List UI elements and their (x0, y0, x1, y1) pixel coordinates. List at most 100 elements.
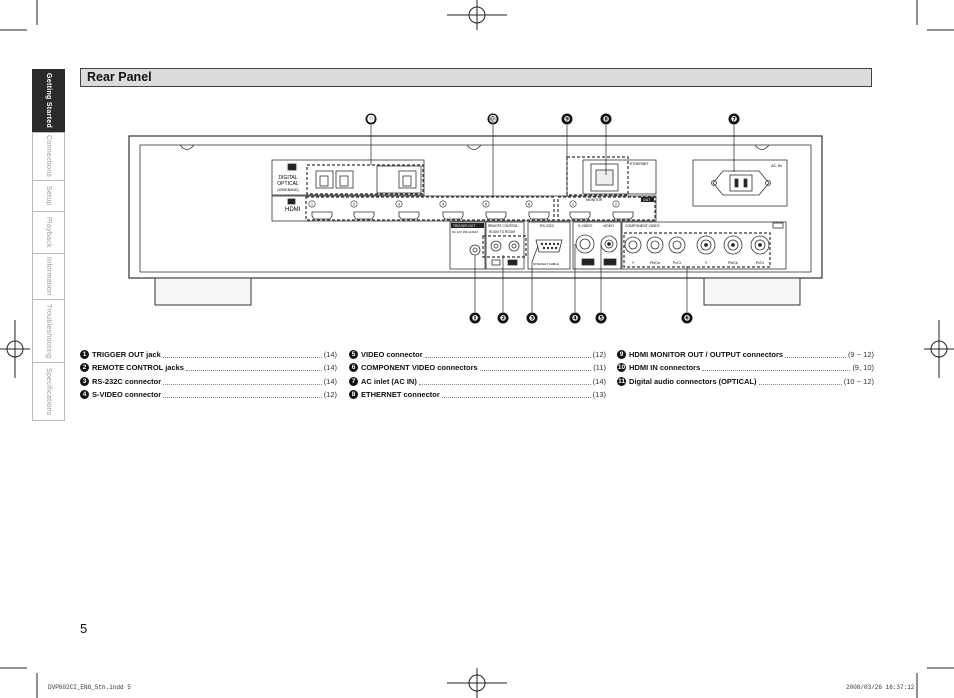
digital-optical-block (271, 159, 425, 196)
callout-number: ❽ (603, 115, 609, 124)
hdmi-in-port-number: 1 (311, 202, 314, 207)
legend-bullet: 8 (349, 390, 358, 399)
svideo-label: S-VIDEO (578, 224, 593, 228)
legend-page-ref: (14) (323, 363, 337, 372)
tab-information[interactable]: Information (32, 253, 65, 299)
callout-circle (365, 113, 377, 125)
hdmi-out-port-number: 1 (572, 202, 575, 207)
hdmi-out-port-number-ring (612, 200, 620, 208)
callout-number: ❷ (500, 314, 506, 323)
component-jack-label: Pr/Cr (673, 261, 682, 265)
legend-page-ref: (14) (323, 377, 337, 386)
component-jack-label: Pb/Cb (650, 261, 660, 265)
tab-troubleshooting[interactable]: Troubleshooting (32, 299, 65, 362)
leader-dots (163, 391, 322, 398)
tab-getting-started[interactable]: Getting Started (32, 69, 65, 132)
legend-page-ref: (12) (323, 390, 337, 399)
legend-label: COMPONENT VIDEO connectors (361, 363, 478, 372)
legend-bullet: 7 (349, 377, 358, 386)
leader-dots (785, 351, 846, 358)
straight-cable-label: STRAIGHT CABLE (533, 262, 559, 266)
hdmi-in-port (442, 211, 464, 220)
component-video-label: COMPONENT VIDEO (625, 224, 660, 228)
legend-label: RS-232C connector (92, 377, 162, 386)
legend-page-ref: (12) (592, 350, 606, 359)
monitor-label: MONITOR (586, 198, 603, 202)
page-number: 5 (80, 621, 88, 636)
hdmi-in-port (311, 211, 333, 220)
callout-circle (600, 113, 612, 125)
legend-label: ETHERNET connector (361, 390, 440, 399)
leader-dots (185, 364, 322, 371)
legend-page-ref: (11) (593, 363, 606, 372)
leader-dots (424, 351, 591, 358)
hdmi-out-port (569, 211, 591, 220)
hdmi-in-port (528, 211, 550, 220)
leader-dots (479, 364, 592, 371)
legend-label: VIDEO connector (361, 350, 423, 359)
callout-number: ❸ (529, 314, 535, 323)
tab-specifications[interactable]: Specifications (32, 362, 65, 420)
hdmi-in-port-number-ring (525, 200, 533, 208)
ethernet-block (566, 156, 657, 196)
callout-number: ❼ (731, 115, 737, 124)
digital-optical-sub: (WIDEBAND) (277, 188, 298, 192)
tab-playback[interactable]: Playback (32, 211, 65, 253)
leader-dots (418, 378, 591, 385)
hdmi-label: HDMI (285, 207, 301, 213)
hdmi-out-port-number-ring (569, 200, 577, 208)
legend-bullet: 2 (80, 363, 89, 372)
hdmi-in-port (485, 211, 507, 220)
legend-label: HDMI MONITOR OUT / OUTPUT connectors (629, 350, 784, 359)
callout-number: ❺ (598, 314, 604, 323)
hdmi-in-port-number: 6 (528, 202, 531, 207)
callout-number: ⓫ (367, 114, 375, 124)
hdmi-out-port-number: 2 (615, 202, 618, 207)
trigger-sub-label: DC 12V 150mA MAX (452, 230, 478, 234)
legend-label: Digital audio connectors (OPTICAL) (629, 377, 757, 386)
legend-label: HDMI IN connectors (629, 363, 701, 372)
side-tabs: Getting Started Connections Setup Playba… (32, 69, 66, 421)
tab-setup[interactable]: Setup (32, 180, 65, 211)
leader-lines (370, 125, 735, 312)
legend-bullet: 10 (617, 363, 626, 372)
tab-connections[interactable]: Connections (32, 132, 65, 180)
hdmi-in-port-number-ring (350, 200, 358, 208)
callout-circle (561, 113, 573, 125)
out-label: OUT (643, 198, 651, 202)
hdmi-in-port-number: 3 (398, 202, 401, 207)
callout-number: ❻ (684, 314, 691, 323)
component-jack-label: Pb/Cb (728, 261, 738, 265)
ethernet-label: ETHERNET (630, 162, 650, 166)
ac-in-block (692, 159, 788, 207)
legend-page-ref: (14) (592, 377, 606, 386)
callout-circle (469, 312, 481, 324)
legend-page-ref: (10 ~ 12) (843, 377, 874, 386)
callout-circle (595, 312, 607, 324)
room-to-room-label: ROOM TO ROOM (489, 230, 515, 234)
legend-bullet: 11 (617, 377, 626, 386)
leader-dots (162, 351, 322, 358)
component-jack-label: Pr/Cr (756, 261, 765, 265)
legend-label: TRIGGER OUT jack (92, 350, 161, 359)
callout-number: ❹ (572, 314, 578, 323)
tabs-divider (32, 420, 65, 421)
legend-bullet: 1 (80, 350, 89, 359)
callout-circle (728, 113, 740, 125)
component-jack-label: Y (632, 261, 635, 265)
hdmi-in-port (353, 211, 375, 220)
callout-number: ❶ (472, 314, 479, 323)
